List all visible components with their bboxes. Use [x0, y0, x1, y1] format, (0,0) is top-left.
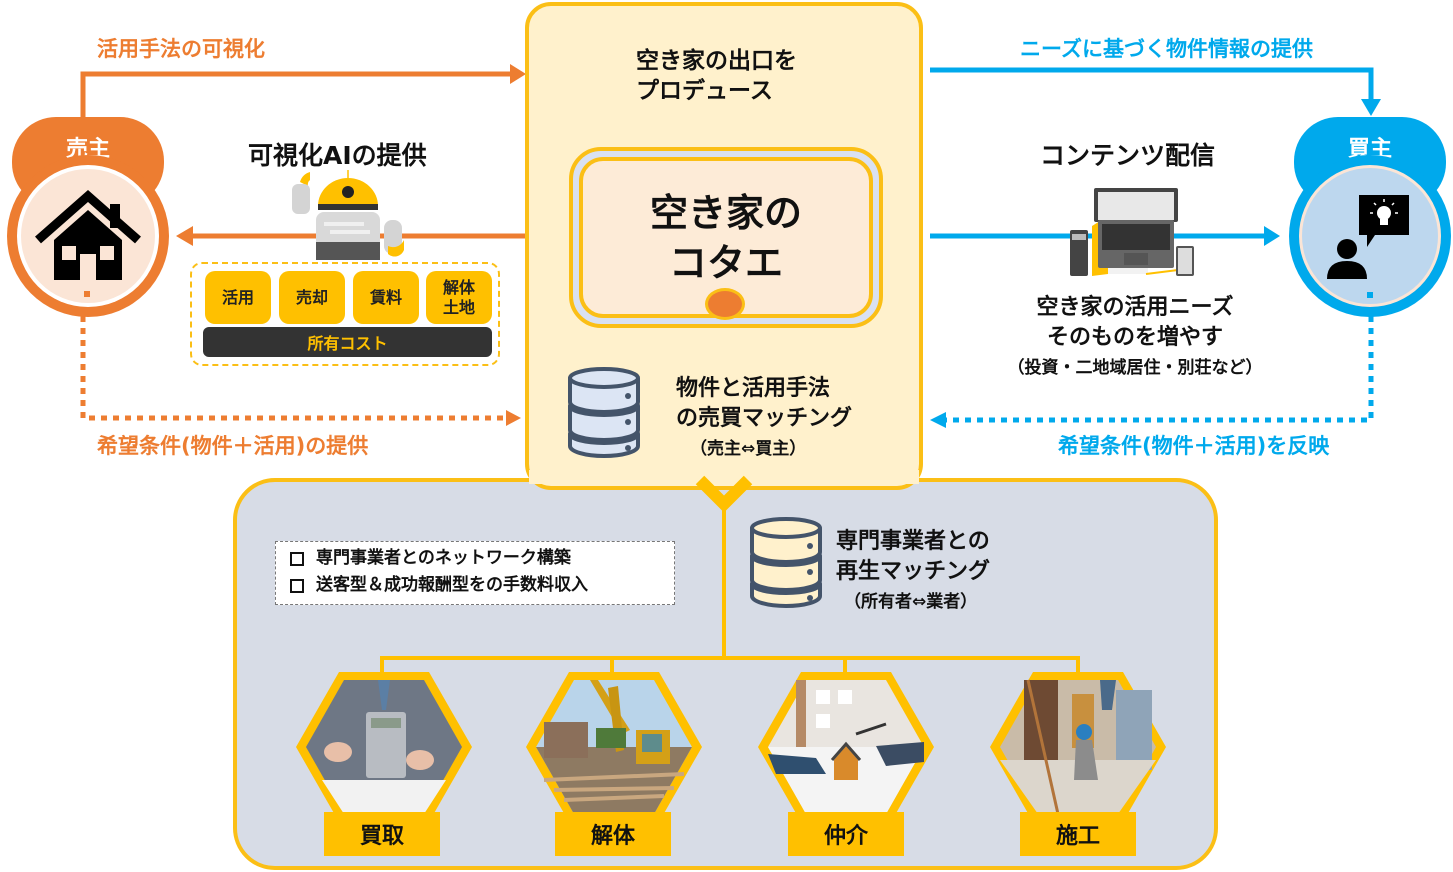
brand-line2: コタエ: [668, 240, 783, 285]
service-label-purchase: 買取: [324, 812, 440, 856]
buyer-node: 買主: [1289, 117, 1451, 317]
seller-buyer-matching: 物件と活用手法 の売買マッチング （売主⇔買主）: [676, 376, 853, 459]
owner-specialist-matching: 専門事業者との 再生マッチング （所有者⇔業者）: [836, 529, 991, 612]
ai-chip-demolish-land: 解体 土地: [426, 271, 492, 324]
produce-text: 空き家の出口を プロデュース: [636, 48, 797, 104]
arrow-center-to-buyer-top: [930, 67, 1381, 116]
buyer-circle: [1289, 155, 1451, 317]
bullet-item: 送客型＆成功報酬型をの手数料収入: [290, 572, 674, 599]
contents-line1: 空き家の活用ニーズ: [1036, 295, 1234, 320]
contents-heading: コンテンツ配信: [1040, 141, 1216, 170]
label-visualize-methods: 活用手法の可視化: [97, 37, 265, 61]
ai-chip-sell: 売却: [279, 271, 345, 324]
service-demolition: [524, 670, 704, 824]
seller-circle: [7, 155, 169, 317]
seller-node: 売主: [7, 117, 169, 317]
service-label-construction: 施工: [1020, 812, 1136, 856]
brand-dot: [705, 288, 745, 320]
businessman-calculator-photo: [296, 672, 472, 822]
label-buyer-conditions: 希望条件(物件＋活用)を反映: [1058, 434, 1330, 458]
label-seller-conditions: 希望条件(物件＋活用)の提供: [97, 434, 369, 458]
contents-line2: そのものを増やす: [1046, 325, 1223, 350]
checkbox-icon: [290, 578, 304, 593]
service-label-demolition: 解体: [555, 812, 671, 856]
label-property-info: ニーズに基づく物件情報の提供: [1020, 37, 1313, 61]
ai-chip-utilize: 活用: [205, 271, 271, 324]
ai-chip-rent: 賃料: [353, 271, 419, 324]
database-icon: [568, 367, 640, 458]
service-brokerage: [756, 670, 936, 824]
ownership-cost-bar: 所有コスト: [203, 327, 492, 357]
ai-cost-box: [190, 262, 500, 366]
brand-line1: 空き家の: [649, 190, 802, 235]
demolition-excavator-photo: [526, 672, 702, 822]
robot-icon: [292, 170, 404, 260]
service-construction: [988, 670, 1168, 824]
service-label-brokerage: 仲介: [788, 812, 904, 856]
service-purchase: [294, 670, 474, 824]
person-idea-icon: [1327, 195, 1409, 279]
arrow-seller-to-center-top: [80, 64, 526, 120]
ai-heading: 可視化AIの提供: [248, 141, 427, 170]
house-model-contract-photo: [758, 672, 934, 822]
business-points-box: 専門事業者とのネットワーク構築 送客型＆成功報酬型をの手数料収入: [275, 541, 675, 605]
laptop-workspace-icon: [1070, 188, 1194, 276]
house-icon: [35, 190, 141, 280]
database-icon: [750, 517, 822, 608]
checkbox-icon: [290, 551, 304, 566]
bullet-item: 専門事業者とのネットワーク構築: [290, 545, 674, 572]
contents-line3: （投資・二地域居住・別荘など）: [1007, 358, 1263, 378]
contents-description: 空き家の活用ニーズ そのものを増やす （投資・二地域居住・別荘など）: [985, 293, 1285, 383]
renovation-worker-photo: [990, 672, 1166, 822]
